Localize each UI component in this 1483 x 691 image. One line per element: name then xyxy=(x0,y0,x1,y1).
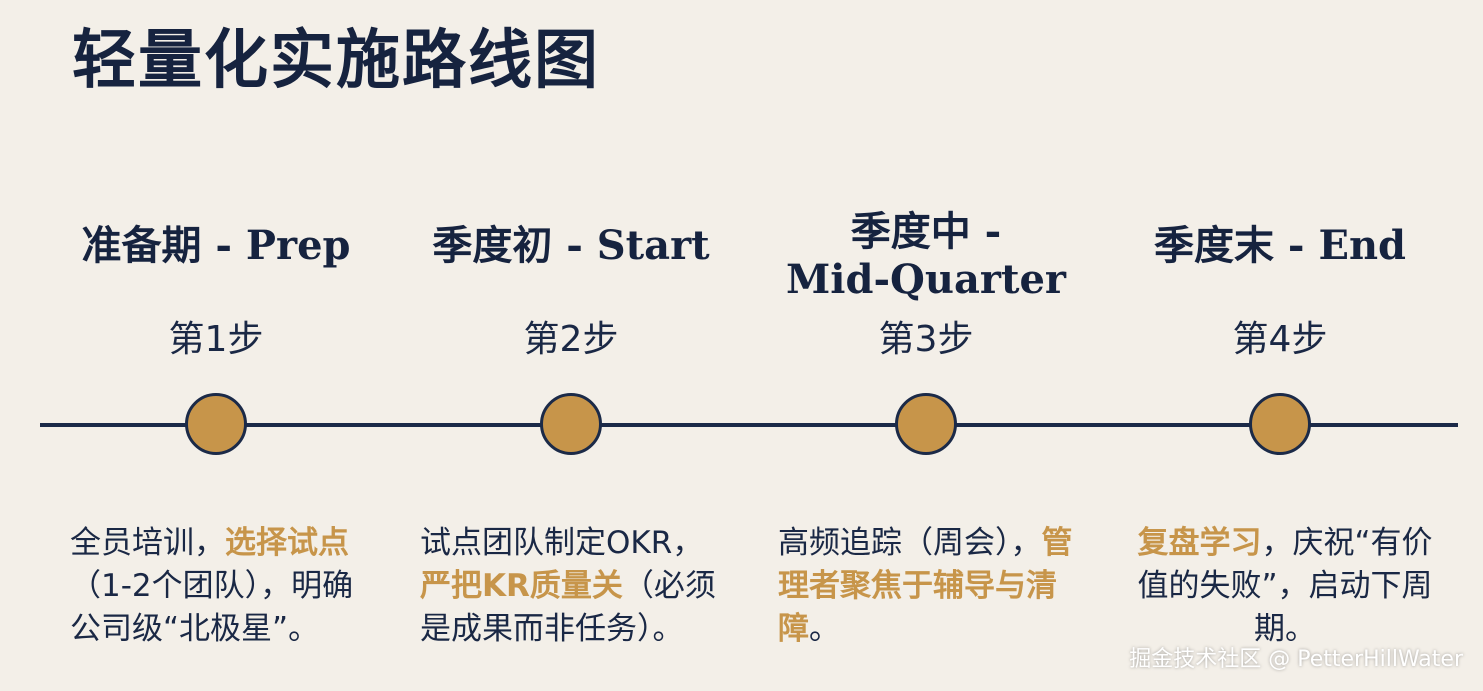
phase-1-description: 全员培训，选择试点 （1-2个团队），明确公司级“北极星”。 xyxy=(70,522,380,651)
phase-4-title: 季度末 - End xyxy=(1154,222,1406,269)
watermark: 掘金技术社区 @ PetterHillWater xyxy=(1129,647,1463,672)
phase-2-marker xyxy=(540,393,602,455)
page-title: 轻量化实施路线图 xyxy=(72,23,600,98)
phase-3-title-line1: 季度中 - xyxy=(850,208,1002,255)
phase-3-marker xyxy=(895,393,957,455)
phase-3-title-line2: Mid-Quarter xyxy=(786,256,1066,303)
phase-4-name: 季度末 - End xyxy=(1110,222,1450,270)
phase-4-desc-part: ，庆祝“有价值的失败”，启动下周期。 xyxy=(1137,525,1433,647)
phase-1-desc-part: 全员培训， xyxy=(70,525,225,561)
phase-3-description: 高频追踪（周会），管理者聚焦于辅导与清障。 xyxy=(778,522,1088,651)
phase-4-step: 第4步 xyxy=(1232,319,1328,360)
phase-2-desc-part: 试点团队制定OKR， xyxy=(420,525,704,561)
phase-1-title: 准备期 - Prep xyxy=(81,222,351,269)
phase-3-desc-part: 。 xyxy=(809,611,840,647)
phase-4-marker xyxy=(1249,393,1311,455)
phase-4-desc-highlight: 复盘学习 xyxy=(1137,525,1262,561)
phase-1-desc-part: （1-2个团队），明确公司级“北极星”。 xyxy=(70,568,354,647)
phase-2-step: 第2步 xyxy=(523,319,619,360)
phase-2-name: 季度初 - Start xyxy=(401,222,741,270)
timeline-line xyxy=(40,423,1458,427)
phase-2-desc-part: （必须是成果而非任务）。 xyxy=(420,568,716,647)
phase-1-step: 第1步 xyxy=(168,319,264,360)
phase-4-description: 复盘学习，庆祝“有价值的失败”，启动下周期。 xyxy=(1130,522,1440,651)
phase-3-desc-part: 高频追踪（周会）， xyxy=(778,525,1042,561)
phase-1-desc-highlight: 选择试点 xyxy=(225,525,349,561)
phase-3-name: 季度中 - Mid-Quarter xyxy=(756,208,1096,304)
phase-1-marker xyxy=(185,393,247,455)
phase-3-step: 第3步 xyxy=(878,319,974,360)
phase-1-name: 准备期 - Prep xyxy=(46,222,386,270)
phase-2-description: 试点团队制定OKR， 严把KR质量关（必须是成果而非任务）。 xyxy=(420,522,730,651)
phase-3-desc-highlight: 管理者聚焦于辅导与清障 xyxy=(778,525,1073,647)
phase-2-title: 季度初 - Start xyxy=(432,222,710,269)
phase-2-desc-highlight: 严把KR质量关 xyxy=(420,568,623,604)
